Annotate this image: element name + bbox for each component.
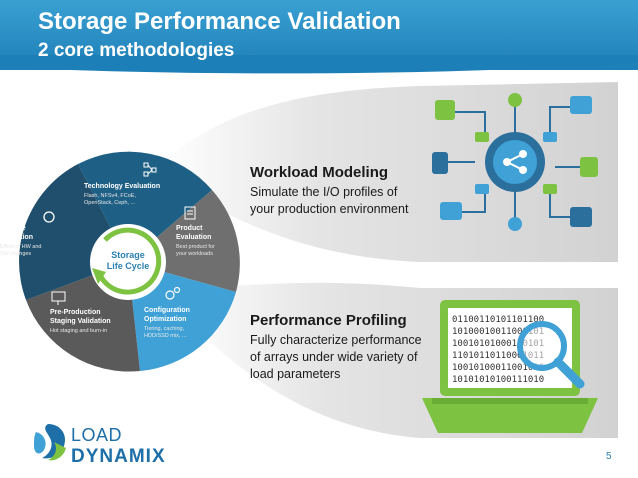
segment-sub-change-1: Effect of HW and bbox=[0, 244, 42, 250]
laptop-base bbox=[422, 398, 598, 433]
binary-row-4: 11010110110001011 bbox=[452, 351, 544, 361]
segment-sub-preprod-1: Hot staging and burn-in bbox=[50, 328, 108, 334]
device-icons bbox=[432, 93, 598, 231]
workload-panel-bg bbox=[160, 82, 618, 262]
segment-technology-evaluation bbox=[78, 151, 212, 262]
binary-row-3: 10010101000100101 bbox=[452, 339, 544, 349]
cycle-arrow bbox=[97, 227, 162, 295]
performance-profiling-heading: Performance Profiling bbox=[250, 312, 407, 329]
profiling-desc-line3: load parameters bbox=[250, 367, 341, 381]
performance-profiling-text: Performance Profiling Fully characterize… bbox=[250, 312, 422, 383]
segment-sub-product-2: your workloads bbox=[176, 251, 213, 257]
segment-title-preprod-1: Pre-Production bbox=[50, 309, 101, 316]
segment-title-product-2: Evaluation bbox=[176, 234, 212, 241]
binary-row-6: 10101010100111010 bbox=[452, 375, 544, 385]
workload-modeling-text: Workload Modeling Simulate the I/O profi… bbox=[250, 164, 408, 218]
logo-word-dynamix: DYNAMIX bbox=[71, 446, 166, 467]
segment-sub-product-1: Best product for bbox=[176, 244, 215, 250]
center-label-line1: Storage bbox=[111, 250, 145, 260]
segment-title-config-2: Optimization bbox=[144, 316, 187, 323]
laptop-binary-illustration: 01100110101101100 10100010011000101 1001… bbox=[422, 300, 598, 433]
header-curve bbox=[0, 55, 638, 74]
binary-row-2: 10100010011000101 bbox=[452, 327, 544, 337]
segment-title-preprod-2: Staging Validation bbox=[50, 318, 111, 325]
page-number: 5 bbox=[606, 451, 612, 462]
segment-sub-technology-2: OpenStack, Ceph, ... bbox=[84, 200, 136, 206]
segment-title-technology: Technology Evaluation bbox=[84, 183, 161, 190]
workload-modeling-heading: Workload Modeling bbox=[250, 164, 389, 181]
workload-network-illustration bbox=[432, 93, 598, 231]
segment-sub-change-2: SW changes bbox=[0, 251, 32, 257]
workload-desc-line2: your production environment bbox=[250, 202, 409, 216]
gears-icon bbox=[165, 286, 181, 300]
wheel-center bbox=[90, 224, 166, 300]
segment-sub-config-2: HDD/SSD mix, ... bbox=[144, 333, 187, 339]
magnifier-icon bbox=[517, 321, 585, 389]
workload-desc-line1: Simulate the I/O profiles of bbox=[250, 185, 398, 199]
slide-title: Storage Performance Validation bbox=[38, 8, 401, 35]
network-icon bbox=[143, 162, 157, 177]
refresh-icon bbox=[43, 211, 55, 223]
profiling-desc-line2: of arrays under wide variety of bbox=[250, 350, 418, 364]
center-label-line2: Life Cycle bbox=[106, 261, 150, 271]
load-dynamix-logo bbox=[34, 424, 66, 461]
logo-word-load: LOAD bbox=[71, 425, 123, 445]
segment-configuration-optimization bbox=[128, 262, 236, 371]
cycle-arrowhead bbox=[92, 268, 106, 284]
staging-screen-icon bbox=[51, 291, 66, 305]
segment-title-change-1: Change bbox=[0, 225, 26, 232]
binary-row-5: 10010100011001010 bbox=[452, 363, 544, 373]
profiling-desc-line1: Fully characterize performance bbox=[250, 333, 422, 347]
segment-title-config-1: Configuration bbox=[144, 307, 190, 314]
segment-title-change-2: Validation bbox=[0, 234, 34, 241]
slide-subtitle: 2 core methodologies bbox=[38, 40, 235, 61]
document-check-icon bbox=[184, 206, 196, 220]
binary-row-1: 01100110101101100 bbox=[452, 315, 544, 325]
segment-sub-config-1: Tiering, caching, bbox=[144, 326, 185, 332]
segment-title-product-1: Product bbox=[176, 225, 203, 232]
segment-sub-technology-1: Flash, NFSv4, FCoE, bbox=[84, 193, 136, 199]
wheel-center-label: Storage Life Cycle bbox=[98, 250, 158, 272]
